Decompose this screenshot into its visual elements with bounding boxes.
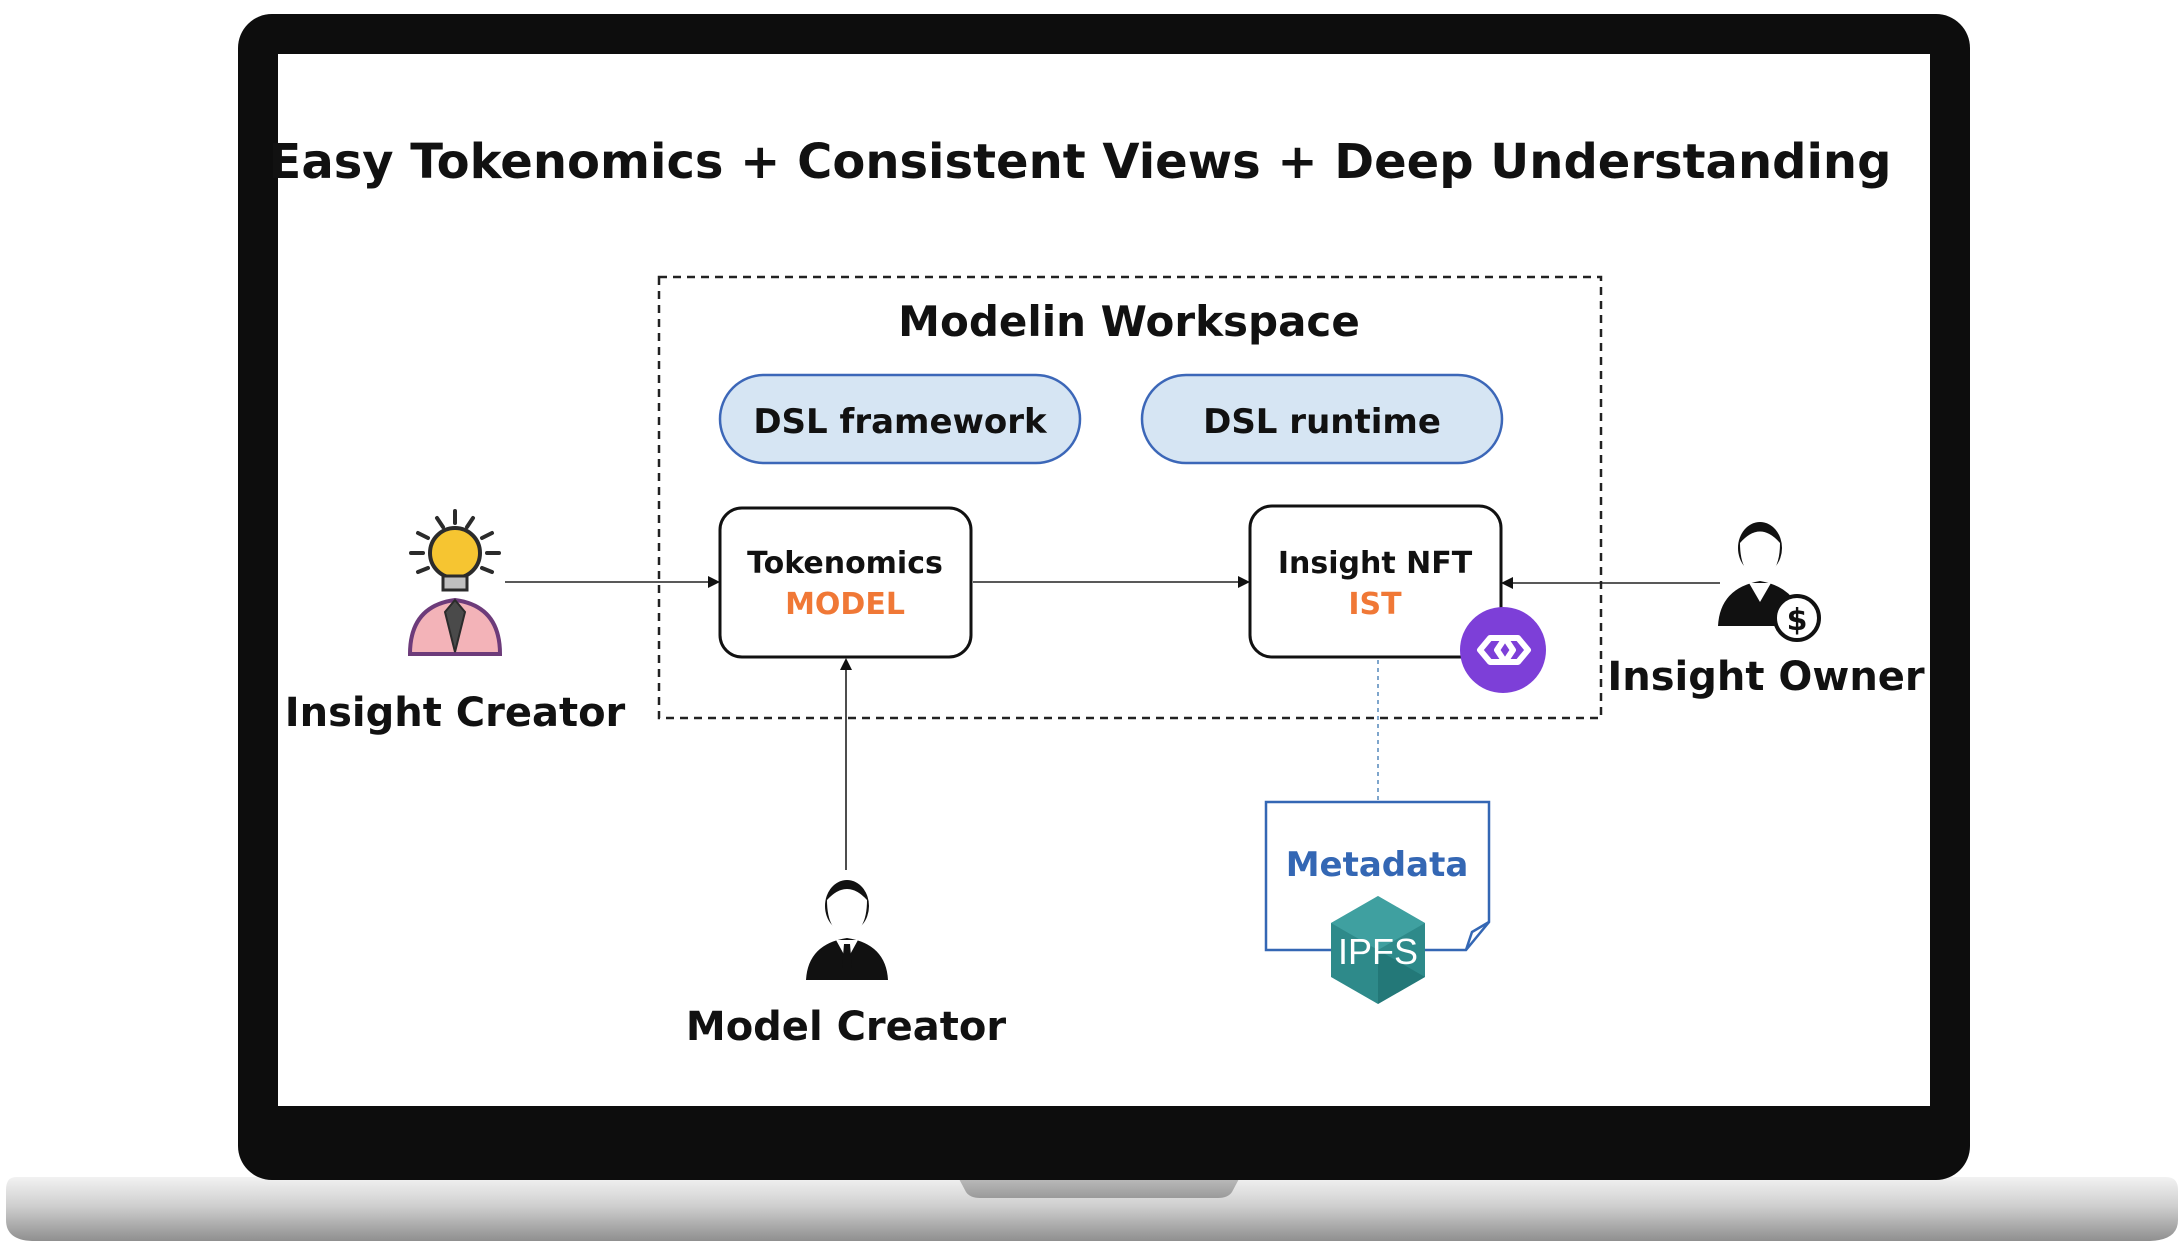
tokenomics-label: Tokenomics xyxy=(747,546,943,581)
pill-dsl-runtime: DSL runtime xyxy=(1140,373,1504,465)
model-creator-label: Model Creator xyxy=(686,1004,1006,1050)
ipfs-icon: IPFS xyxy=(1331,896,1425,1004)
businessman-dollar-icon: $ xyxy=(1718,522,1821,642)
laptop-screen xyxy=(278,54,1930,1106)
polygon-icon xyxy=(1460,607,1546,693)
tokenomics-model-box: Tokenomics MODEL xyxy=(718,506,973,659)
laptop-base xyxy=(6,1177,2178,1241)
insight-creator-label: Insight Creator xyxy=(285,690,626,736)
ist-label: IST xyxy=(1348,587,1402,622)
metadata-label: Metadata xyxy=(1286,845,1469,885)
ipfs-label: IPFS xyxy=(1338,931,1418,972)
pill-dsl-runtime-label: DSL runtime xyxy=(1203,402,1441,442)
insight-nft-label: Insight NFT xyxy=(1278,546,1473,581)
metadata-document: Metadata xyxy=(1264,800,1491,952)
model-label: MODEL xyxy=(785,587,905,622)
pill-dsl-framework-label: DSL framework xyxy=(753,402,1048,442)
insight-owner-label: Insight Owner xyxy=(1607,654,1925,700)
dollar-sign-icon: $ xyxy=(1787,603,1808,638)
workspace-title: Modelin Workspace xyxy=(898,297,1360,346)
slide-title: Easy Tokenomics + Consistent Views + Dee… xyxy=(269,134,1892,190)
businessman-icon xyxy=(806,880,888,980)
insight-nft-box: Insight NFT IST xyxy=(1248,504,1503,659)
pill-dsl-framework: DSL framework xyxy=(718,373,1082,465)
workspace-boundary xyxy=(657,275,1603,720)
lightbulb-person-icon xyxy=(407,509,503,656)
